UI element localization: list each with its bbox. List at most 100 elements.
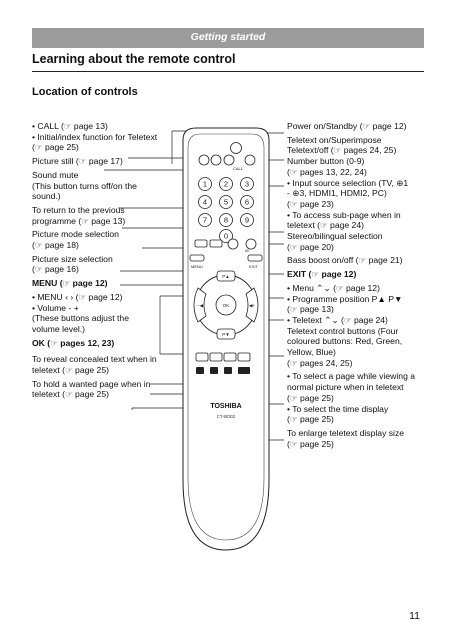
picture-mode-button[interactable] <box>194 239 208 248</box>
annotation-line: (☞ page 23) <box>287 198 334 209</box>
annotation-line: teletext (☞ page 25) <box>32 365 109 376</box>
annotation-line: coloured buttons: Red, Green, <box>287 336 403 347</box>
annotation-line: (☞ page 18) <box>32 240 79 251</box>
p-up-button[interactable] <box>216 270 236 282</box>
annotation-line: (These buttons adjust the <box>32 313 129 324</box>
annotation-line: Teletext/off (☞ pages 24, 25) <box>287 145 397 156</box>
annotation-line: Number button (0-9) <box>287 156 365 167</box>
page-subtitle: Location of controls <box>32 86 138 98</box>
ok-button[interactable] <box>215 294 237 316</box>
blue-button[interactable] <box>237 352 251 362</box>
ok-label: OK <box>223 303 230 308</box>
annotation-line: Yellow, Blue) <box>287 347 336 358</box>
teletext-button[interactable] <box>244 154 256 166</box>
call-label: CALL <box>233 166 244 171</box>
brand-logo: TOSHIBA <box>210 403 241 410</box>
number-button-3[interactable] <box>240 177 254 191</box>
number-button-4[interactable] <box>198 195 212 209</box>
annotation-line: Stereo/bilingual selection <box>287 231 383 242</box>
red-button[interactable] <box>195 352 209 362</box>
number-button-0[interactable] <box>219 229 233 243</box>
hold-button[interactable] <box>210 367 218 374</box>
annotation-line: (☞ page 25) <box>32 142 79 153</box>
number-label-8: 8 <box>224 216 228 225</box>
annotation-line: (☞ page 25) <box>287 414 334 425</box>
number-label-4: 4 <box>203 198 207 207</box>
header-bar: Getting started <box>32 28 424 48</box>
exit-button[interactable] <box>247 254 263 262</box>
number-button-1[interactable] <box>198 177 212 191</box>
volume-down-button[interactable] <box>193 287 207 323</box>
annotation-line: • Input source selection (TV, ⊕1 <box>287 177 409 188</box>
annotation-line: • To access sub-page when in <box>287 209 401 220</box>
menu-button[interactable] <box>189 254 205 262</box>
number-label-1: 1 <box>203 180 207 189</box>
vol-plus-label: ◀+ <box>249 303 255 308</box>
annotation-line: (☞ page 16) <box>32 264 79 275</box>
annotation-line: • To select a page while viewing a <box>287 371 416 382</box>
annotation-line: • Teletext ⌃⌄ (☞ page 24) <box>287 314 388 325</box>
annotation-line: (☞ page 25) <box>287 438 334 449</box>
number-button-7[interactable] <box>198 213 212 227</box>
stereo-button[interactable] <box>245 238 257 250</box>
number-label-3: 3 <box>245 180 249 189</box>
bass-boost-button[interactable] <box>227 238 239 250</box>
navigation-cluster <box>193 270 259 340</box>
annotation-line: (This button turns off/on the <box>32 180 137 191</box>
annotation-line: Sound mute <box>32 169 79 180</box>
annotation-line: • Programme position P▲ P▼ <box>287 293 403 304</box>
teletext-colour-buttons <box>195 352 251 362</box>
annotation-line: • Volume - + <box>32 302 79 313</box>
picture-size-button[interactable] <box>209 239 223 248</box>
mute-button[interactable] <box>223 154 235 166</box>
right-annotations: Power on/Standby (☞ page 12)Teletext on/… <box>287 121 433 449</box>
model-number: CT-90302 <box>217 414 236 419</box>
header-section: Getting started <box>190 31 266 43</box>
annotation-line: Teletext control buttons (Four <box>287 325 399 336</box>
number-label-9: 9 <box>245 216 249 225</box>
annotation-line: teletext (☞ page 25) <box>32 389 109 400</box>
time-display-button[interactable] <box>224 367 232 374</box>
vol-minus-label: −◀ <box>197 303 204 308</box>
annotation-line: Picture size selection <box>32 253 113 264</box>
annotation-line: Teletext on/Superimpose <box>287 134 382 145</box>
green-button[interactable] <box>209 352 223 362</box>
teletext-function-buttons <box>196 367 250 374</box>
i-ii-label: I/II <box>245 248 249 253</box>
annotation-line: Bass boost on/off (☞ page 21) <box>287 255 403 266</box>
annotation-line: volume level.) <box>32 323 86 334</box>
title-divider <box>32 71 424 72</box>
number-button-5[interactable] <box>219 195 233 209</box>
number-label-7: 7 <box>203 216 207 225</box>
annotation-line: (☞ page 20) <box>287 241 334 252</box>
number-button-2[interactable] <box>219 177 233 191</box>
annotation-line: programme (☞ page 13) <box>32 215 126 226</box>
number-button-8[interactable] <box>219 213 233 227</box>
number-button-9[interactable] <box>240 213 254 227</box>
p-down-label: P▼ <box>222 332 229 337</box>
number-button-6[interactable] <box>240 195 254 209</box>
number-label-0: 0 <box>224 232 228 241</box>
annotation-line: (☞ pages 24, 25) <box>287 357 353 368</box>
reveal-button[interactable] <box>196 367 204 374</box>
annotation-line: (☞ page 13) <box>287 304 334 315</box>
p-up-label: P▲ <box>222 274 229 279</box>
yellow-button[interactable] <box>223 352 237 362</box>
annotation-line: • Initial/index function for Teletext <box>32 131 158 142</box>
exit-label: EXIT <box>249 264 258 269</box>
page-number: 11 <box>409 610 420 622</box>
annotation-line: To hold a wanted page when in <box>32 378 151 389</box>
call-button[interactable] <box>210 154 222 166</box>
annotation-line: To reveal concealed text when in <box>32 354 157 365</box>
enlarge-button[interactable] <box>238 367 250 374</box>
number-label-5: 5 <box>224 198 228 207</box>
annotation-line: - ⊕3, HDMI1, HDMI2, PC) <box>287 188 387 199</box>
number-label-2: 2 <box>224 180 228 189</box>
volume-up-button[interactable] <box>245 287 259 323</box>
annotation-line: • Menu ⌃⌄ (☞ page 12) <box>287 282 380 293</box>
picture-still-button[interactable] <box>198 154 210 166</box>
power-button[interactable] <box>230 142 242 154</box>
annotation-line: (☞ pages 13, 22, 24) <box>287 166 367 177</box>
p-down-button[interactable] <box>216 328 236 340</box>
